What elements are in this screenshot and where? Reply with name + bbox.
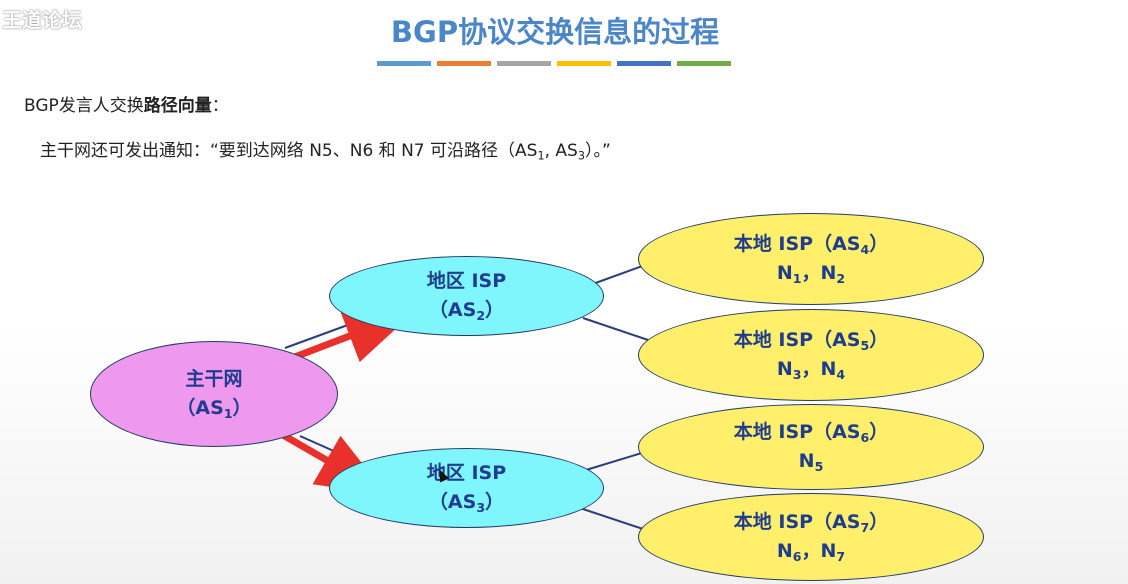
title-bar-segment bbox=[557, 61, 611, 66]
notice-sub1: 1 bbox=[537, 149, 545, 163]
node-label: 本地 ISP（AS7） bbox=[733, 510, 889, 535]
node-label: 主干网 bbox=[185, 367, 243, 390]
title-bar-segment bbox=[677, 61, 731, 66]
intro-line: BGP发言人交换路径向量： bbox=[24, 91, 229, 116]
node-as-label: （AS2） bbox=[428, 299, 505, 323]
notice-middle: , AS bbox=[544, 141, 578, 161]
link-as3-as6 bbox=[585, 451, 646, 471]
slide-title: BGP协议交换信息的过程 bbox=[390, 15, 720, 49]
notice-text-before: 主干网还可发出通知：“要到达网络 N5、N6 和 N7 可沿路径（AS bbox=[40, 141, 538, 161]
title-bar-segment bbox=[497, 61, 551, 66]
node-label: 本地 ISP（AS6） bbox=[733, 420, 889, 445]
intro-prefix: BGP发言人交换 bbox=[24, 96, 144, 116]
node-as-label: （AS1） bbox=[176, 397, 252, 421]
node-local-isp-as5: 本地 ISP（AS5） N3，N4 bbox=[638, 309, 984, 401]
node-label: 地区 ISP bbox=[426, 269, 507, 292]
node-local-isp-as4: 本地 ISP（AS4） N1，N2 bbox=[638, 213, 984, 305]
link-as3-as7 bbox=[579, 507, 647, 531]
node-local-isp-as7: 本地 ISP（AS7） N6，N7 bbox=[638, 493, 984, 581]
node-backbone-as1: 主干网 （AS1） bbox=[90, 341, 338, 447]
notice-text-after: ）。” bbox=[584, 141, 611, 161]
watermark-logo: 王道论坛 bbox=[2, 8, 82, 32]
title-bar-segment bbox=[437, 61, 491, 66]
node-label: 本地 ISP（AS5） bbox=[733, 328, 889, 353]
title-bar-segment bbox=[617, 61, 671, 66]
node-networks: N6，N7 bbox=[776, 540, 846, 564]
node-label: 地区 ISP bbox=[426, 461, 507, 484]
node-label: 本地 ISP（AS4） bbox=[733, 232, 889, 257]
node-local-isp-as6: 本地 ISP（AS6） N5 bbox=[638, 404, 984, 490]
node-networks: N3，N4 bbox=[776, 358, 846, 382]
title-bar-segment bbox=[377, 61, 431, 66]
node-as-label: （AS3） bbox=[428, 491, 505, 515]
node-region-isp-as3: 地区 ISP （AS3） bbox=[329, 448, 604, 528]
intro-suffix: ： bbox=[211, 96, 229, 116]
notice-line: 主干网还可发出通知：“要到达网络 N5、N6 和 N7 可沿路径（AS1, AS… bbox=[40, 136, 611, 161]
link-as2-as4 bbox=[589, 264, 646, 286]
node-networks: N5 bbox=[798, 450, 824, 474]
link-as2-as5 bbox=[582, 317, 649, 341]
notice-sub2: 3 bbox=[577, 149, 585, 163]
node-region-isp-as2: 地区 ISP （AS2） bbox=[329, 256, 604, 336]
node-networks: N1，N2 bbox=[776, 262, 846, 286]
intro-bold: 路径向量 bbox=[143, 96, 212, 116]
